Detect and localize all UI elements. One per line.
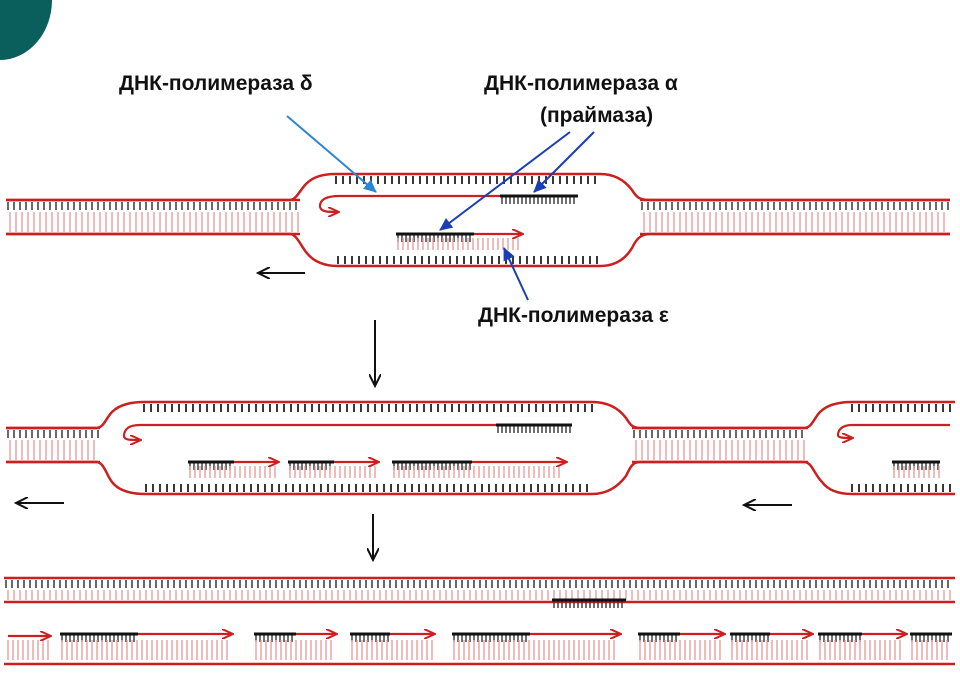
annotation-arrows — [16, 115, 792, 560]
panel2-bubble-top-ticks — [143, 404, 593, 412]
panel2-right-bubble-bottom-ticks — [851, 484, 951, 492]
panel3-okazaki-ticks-1 — [61, 640, 228, 660]
panel3-primer-7-ticks — [819, 634, 861, 642]
panel2-bubble-bottom-strand — [6, 460, 955, 496]
panel1-left-duplex-pink-ticks — [9, 212, 299, 232]
panel2-okazaki-ticks-2 — [289, 466, 376, 478]
base-pair-ticks — [5, 176, 951, 660]
panel3-okazaki-ticks-2 — [255, 640, 332, 660]
panel2-middle-duplex-pink-ticks — [635, 440, 805, 460]
panel2-okazaki-ticks-4 — [893, 466, 940, 478]
pointer-pol-epsilon — [503, 247, 529, 301]
panel3-okazaki-ticks-5 — [639, 640, 721, 660]
panel1-new-strand-ticks — [397, 238, 519, 250]
panel3-okazaki-ticks-7 — [819, 640, 901, 660]
pointer-pol-delta — [286, 115, 377, 193]
panel1-lagging-strand-arrow — [318, 194, 500, 212]
panel3-primer-8-ticks — [911, 634, 949, 642]
panel3-black-ticks — [5, 580, 949, 588]
label-primase: (праймаза) — [540, 104, 654, 127]
panel2-bubble-bottom-ticks — [145, 484, 588, 492]
panel3-primer-3-ticks — [351, 634, 389, 642]
panel1-bubble-bottom-ticks — [337, 256, 598, 264]
panel2-okazaki-ticks-1 — [189, 466, 276, 478]
panel3-primer-1-ticks — [61, 634, 135, 642]
panel3-okazaki-ticks-8 — [911, 640, 948, 660]
panel2-left-duplex-pink-ticks — [9, 440, 95, 460]
label-dna-polymerase-epsilon: ДНК-полимераза ε — [478, 304, 669, 327]
panel2-primer-top-ticks — [497, 425, 571, 433]
primers — [8, 194, 952, 636]
panel3-primer-6-ticks — [731, 634, 769, 642]
panel2-bubble-top-strand — [6, 400, 955, 430]
panel3-primer-5-ticks — [639, 634, 677, 642]
panel2-middle-duplex-black-ticks — [633, 430, 803, 438]
panel3-primer-top-ticks — [553, 600, 623, 608]
panel3-primer-4-ticks — [453, 634, 527, 642]
panel3-pink-start — [7, 640, 49, 660]
dna-strands — [4, 172, 955, 666]
panel1-bubble-top-strand — [6, 172, 950, 202]
pointer-pol-alpha-1 — [439, 131, 571, 231]
panel1-bubble-top-ticks — [335, 176, 596, 184]
panel3-okazaki-ticks-6 — [731, 640, 808, 660]
panel3-okazaki-ticks-3 — [351, 640, 433, 660]
panel1-primer-top-ticks — [501, 196, 575, 204]
panel1-right-duplex-black-ticks — [641, 202, 949, 210]
panel3-pink-ticks — [7, 590, 951, 600]
panel3-primer-2-ticks — [255, 634, 293, 642]
panel1-right-duplex-pink-ticks — [643, 212, 945, 232]
panel1-left-duplex-black-ticks — [7, 202, 297, 210]
pointer-pol-alpha-2 — [533, 131, 595, 193]
panel2-right-bubble-top-ticks — [851, 404, 951, 412]
panel1-bubble-bottom-strand — [6, 232, 950, 268]
panel3-okazaki-ticks-4 — [453, 640, 615, 660]
label-dna-polymerase-alpha: ДНК-полимераза α — [484, 72, 678, 95]
panel2-okazaki-ticks-3 — [393, 466, 560, 478]
panel2-left-duplex-black-ticks — [7, 430, 99, 438]
panel2-right-lagging-arrow — [836, 423, 950, 438]
label-dna-polymerase-delta: ДНК-полимераза δ — [119, 72, 313, 95]
panel2-lagging-strand-arrow — [122, 423, 496, 440]
